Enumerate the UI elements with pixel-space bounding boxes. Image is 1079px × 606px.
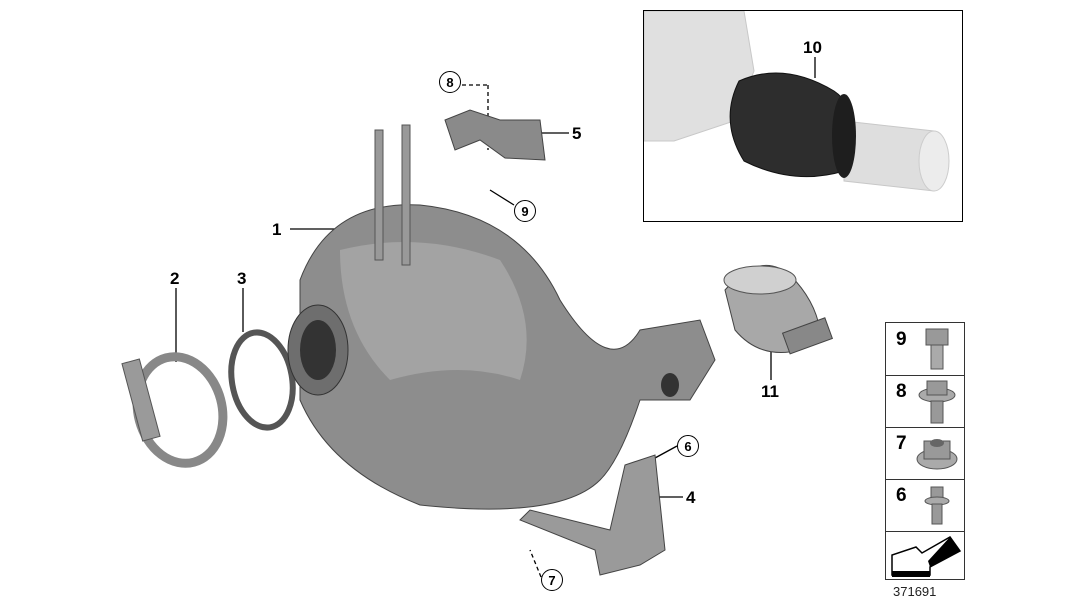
part-2-v-band-clamp [121,352,228,468]
flange-bolt-icon [918,380,956,424]
callout-5: 5 [572,124,582,143]
callout-2: 2 [170,269,180,288]
callout-4: 4 [686,488,696,507]
callout-6-circled: 6 [677,435,699,457]
part-5-bracket [444,109,546,161]
callout-7-circled: 7 [541,569,563,591]
direction-arrow-icon [891,536,962,577]
legend-row-7: 7 [886,427,964,480]
legend-row-8: 8 [886,375,964,428]
part-3-gasket [228,329,296,431]
part-1-particulate-filter [287,124,716,510]
part-11-clamp [723,264,834,355]
fastener-legend: 9 8 7 6 [885,322,965,580]
leader-lines [175,57,816,578]
legend-row-arrow [886,531,964,579]
callout-11: 11 [761,382,779,401]
part-10-detail-artwork [643,10,950,192]
callout-10: 10 [803,38,822,57]
callout-8-circled: 8 [439,71,461,93]
legend-row-6: 6 [886,479,964,532]
legend-row-9: 9 [886,323,964,376]
inset-detail-panel [643,10,963,222]
callout-1: 1 [272,220,282,239]
legend-number: 8 [896,381,907,402]
legend-number: 7 [896,433,907,454]
legend-number: 9 [896,329,907,350]
callout-9-circled: 9 [514,200,536,222]
hex-bolt-icon [925,328,949,370]
part-4-bracket [519,454,666,576]
callout-3: 3 [237,269,247,288]
document-number: 371691 [893,584,937,599]
flange-nut-icon [916,439,958,470]
torx-bolt-icon [924,486,950,525]
legend-number: 6 [896,485,907,506]
